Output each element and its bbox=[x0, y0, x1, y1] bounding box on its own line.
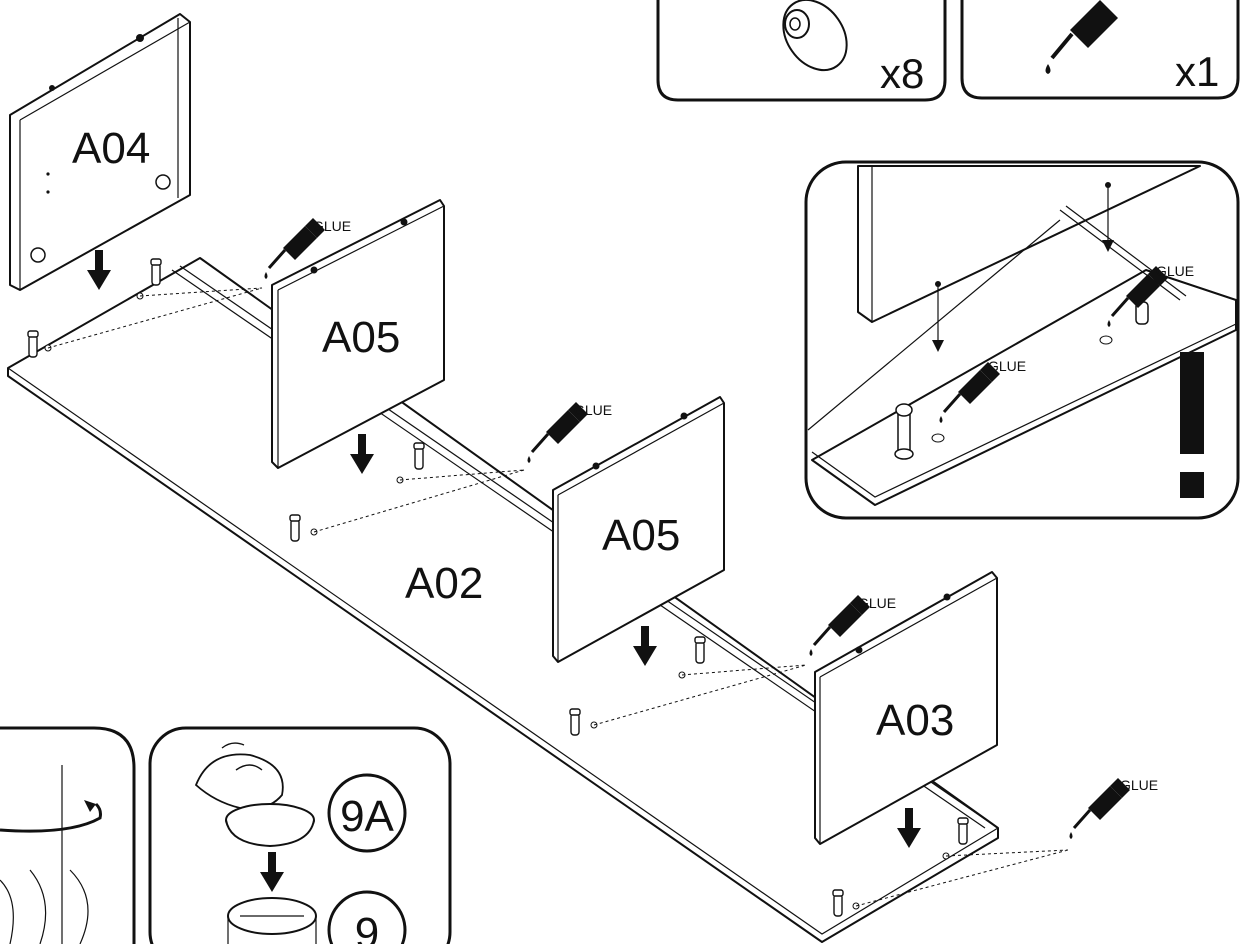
dowel-icon bbox=[957, 817, 969, 845]
dowel-icon bbox=[694, 636, 706, 664]
glue-label: GLUE bbox=[1120, 777, 1158, 793]
glue-parts-box: x1 bbox=[960, 0, 1240, 100]
part-label-a02: A02 bbox=[405, 559, 483, 608]
glue-bottle-icon bbox=[1045, 0, 1118, 74]
step-badge-9: 9 bbox=[355, 909, 379, 944]
glue-quantity: x1 bbox=[1175, 48, 1219, 95]
glue-label: GLUE bbox=[574, 402, 612, 418]
warning-icon bbox=[1180, 352, 1204, 498]
glue-label: GLUE bbox=[1156, 263, 1194, 279]
cam-lock-parts-box: x8 bbox=[656, 0, 947, 102]
finger-press-icon bbox=[194, 742, 284, 810]
arrow-down-icon bbox=[87, 250, 111, 290]
cam-quantity: x8 bbox=[880, 50, 924, 97]
glue-guide-lines bbox=[44, 287, 1069, 910]
part-label-a03: A03 bbox=[876, 696, 954, 745]
step-badge-9a: 9A bbox=[340, 792, 394, 841]
detail-inset: GLUE GLUE bbox=[804, 160, 1240, 520]
dowel-icon bbox=[569, 708, 581, 736]
dowel-icon bbox=[832, 889, 844, 917]
glue-label: GLUE bbox=[858, 595, 896, 611]
panel-a04 bbox=[9, 13, 191, 291]
panel-a05-second bbox=[552, 396, 725, 663]
rotation-detail-inset bbox=[0, 726, 136, 944]
cam-lock-icon bbox=[782, 0, 848, 72]
dowel-icon bbox=[289, 514, 301, 542]
panel-a03 bbox=[814, 571, 998, 845]
dowel-icon bbox=[27, 330, 39, 358]
panel-a05-first bbox=[271, 199, 445, 469]
part-label-a04: A04 bbox=[72, 124, 150, 173]
cam-insert-inset: 9A 9 bbox=[148, 726, 452, 944]
dowel-icon bbox=[150, 258, 162, 286]
glue-label: GLUE bbox=[988, 358, 1026, 374]
dowel-icon bbox=[413, 442, 425, 470]
part-label-a05-second: A05 bbox=[602, 511, 680, 560]
part-label-a05-first: A05 bbox=[322, 313, 400, 362]
glue-label: GLUE bbox=[313, 218, 351, 234]
